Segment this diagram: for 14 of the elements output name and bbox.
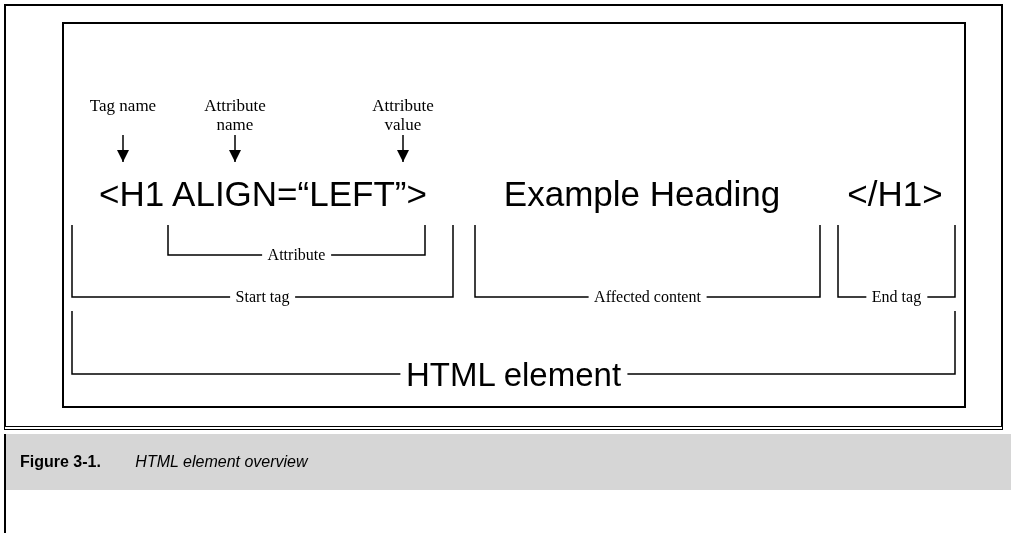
leader-arrow bbox=[229, 134, 241, 163]
code-text: <H1 ALIGN=“LEFT”> bbox=[98, 176, 428, 211]
part-label: Attribute value bbox=[365, 96, 441, 134]
bracket-label: End tag bbox=[865, 289, 928, 305]
code-text: </H1> bbox=[846, 176, 944, 211]
part-label: Tag name bbox=[85, 96, 161, 115]
bracket-label: Affected content bbox=[588, 289, 707, 305]
bracket-label: Start tag bbox=[229, 289, 296, 305]
leader-arrow bbox=[117, 134, 129, 163]
figure-caption: Figure 3-1. HTML element overview bbox=[20, 453, 308, 471]
leader-arrow bbox=[397, 134, 409, 163]
code-text: Example Heading bbox=[502, 176, 782, 211]
part-label: Attribute name bbox=[197, 96, 273, 134]
bracket-label: Attribute bbox=[261, 247, 332, 263]
